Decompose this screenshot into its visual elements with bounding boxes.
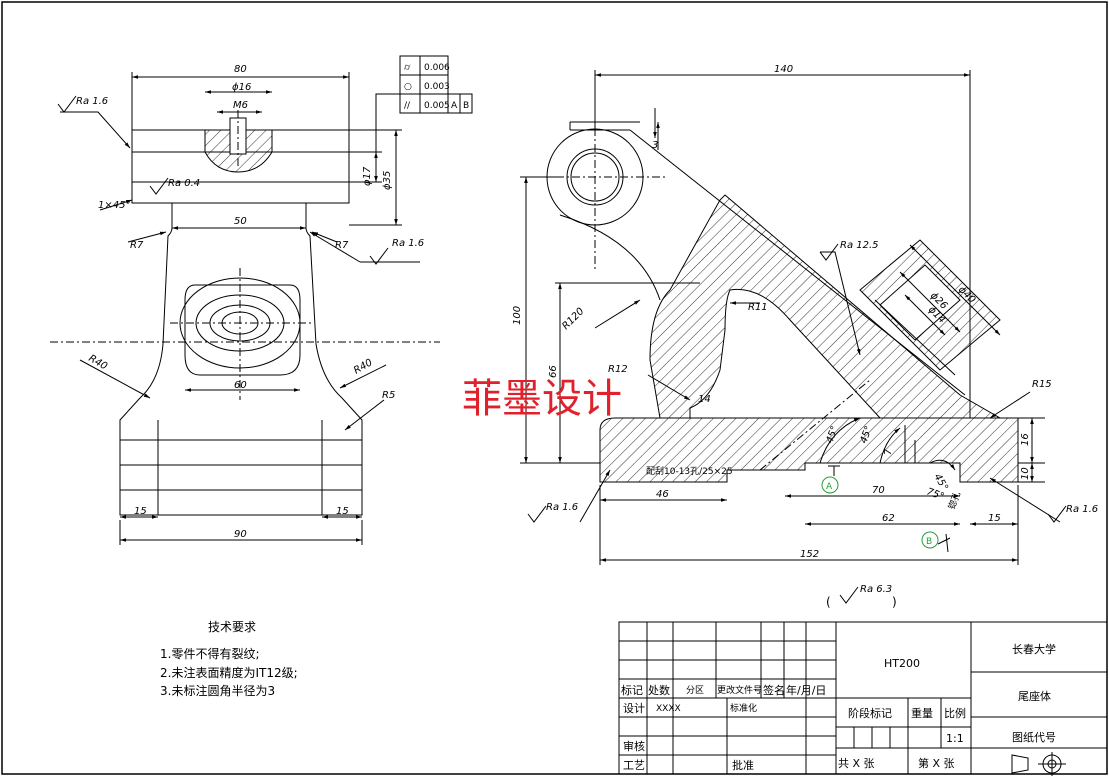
svg-text:审核: 审核 xyxy=(623,739,645,753)
svg-text:○: ○ xyxy=(404,82,412,92)
svg-text:2.未注表面精度为IT12级;: 2.未注表面精度为IT12级; xyxy=(160,665,298,680)
svg-text:R120: R120 xyxy=(560,306,586,332)
svg-text:阶段标记: 阶段标记 xyxy=(848,706,892,720)
svg-text:50: 50 xyxy=(234,216,247,227)
svg-text:R15: R15 xyxy=(1032,379,1052,390)
svg-text:共 X 张: 共 X 张 xyxy=(838,757,875,770)
svg-text:): ) xyxy=(892,595,897,609)
svg-text:100: 100 xyxy=(512,306,523,325)
svg-text:(: ( xyxy=(826,595,831,609)
svg-text:重量: 重量 xyxy=(911,706,933,720)
general-roughness: ( Ra 6.3 ) xyxy=(826,584,897,609)
svg-text://: // xyxy=(404,101,411,111)
svg-text:70: 70 xyxy=(872,485,885,496)
svg-text:比例: 比例 xyxy=(944,706,966,720)
svg-text:3: 3 xyxy=(652,140,658,151)
svg-text:80: 80 xyxy=(234,64,247,75)
svg-text:Ra 0.4: Ra 0.4 xyxy=(168,178,200,189)
svg-text:ϕ17: ϕ17 xyxy=(362,166,373,186)
svg-text:图纸代号: 图纸代号 xyxy=(1012,731,1056,744)
svg-text:尾座体: 尾座体 xyxy=(1018,689,1051,703)
svg-text:7: 7 xyxy=(883,448,894,455)
svg-text:0.005: 0.005 xyxy=(424,101,450,111)
svg-text:更改文件号: 更改文件号 xyxy=(717,684,762,696)
svg-text:15: 15 xyxy=(336,506,349,517)
tolerance-frame: ⌭ 0.006 ○ 0.003 // 0.005 A B xyxy=(375,55,473,152)
svg-text:工艺: 工艺 xyxy=(623,759,645,772)
svg-text:1:1: 1:1 xyxy=(946,732,964,745)
svg-text:技术要求: 技术要求 xyxy=(208,620,256,634)
svg-text:分区: 分区 xyxy=(686,685,704,696)
svg-text:A: A xyxy=(826,482,833,492)
svg-text:R11: R11 xyxy=(748,302,768,313)
svg-text:1.零件不得有裂纹;: 1.零件不得有裂纹; xyxy=(160,646,260,661)
svg-text:B: B xyxy=(926,537,932,547)
svg-text:90: 90 xyxy=(234,529,247,540)
svg-text:R7: R7 xyxy=(335,240,349,251)
left-view xyxy=(50,72,440,545)
svg-text:15: 15 xyxy=(988,513,1001,524)
svg-text:R12: R12 xyxy=(608,364,628,375)
svg-text:批准: 批准 xyxy=(732,758,754,772)
right-view xyxy=(520,70,1067,604)
svg-text:152: 152 xyxy=(800,549,819,560)
svg-text:R7: R7 xyxy=(130,240,144,251)
svg-text:Ra 6.3: Ra 6.3 xyxy=(860,584,892,595)
svg-text:长春大学: 长春大学 xyxy=(1012,642,1056,656)
svg-text:10: 10 xyxy=(1020,467,1031,480)
svg-text:处数: 处数 xyxy=(648,684,670,697)
svg-text:Ra 1.6: Ra 1.6 xyxy=(392,238,424,249)
svg-text:1×45°: 1×45° xyxy=(98,200,130,211)
svg-text:14: 14 xyxy=(698,394,711,405)
right-base-hatch xyxy=(599,417,1019,483)
svg-text:60: 60 xyxy=(234,380,247,391)
svg-text:0.006: 0.006 xyxy=(424,63,450,73)
svg-text:配刮10-13孔/25×25: 配刮10-13孔/25×25 xyxy=(646,465,733,477)
svg-text:HT200: HT200 xyxy=(884,657,920,670)
svg-text:46: 46 xyxy=(656,489,669,500)
svg-text:16: 16 xyxy=(1020,433,1031,446)
svg-text:设计: 设计 xyxy=(623,702,645,715)
svg-text:Ra 1.6: Ra 1.6 xyxy=(546,502,578,513)
svg-text:Ra 1.6: Ra 1.6 xyxy=(76,96,108,107)
tech-requirements: 技术要求 1.零件不得有裂纹; 2.未注表面精度为IT12级; 3.未标注圆角半… xyxy=(160,620,298,698)
watermark: 菲墨设计 xyxy=(462,376,622,422)
svg-text:年/月/日: 年/月/日 xyxy=(786,683,826,697)
svg-text:锪孔: 锪孔 xyxy=(946,490,963,511)
svg-text:R40: R40 xyxy=(352,357,375,376)
title-block xyxy=(618,621,1108,776)
svg-text:62: 62 xyxy=(882,513,895,524)
svg-text:66: 66 xyxy=(548,365,559,378)
svg-text:140: 140 xyxy=(774,64,793,75)
svg-text:ϕ16: ϕ16 xyxy=(232,82,251,93)
svg-text:M6: M6 xyxy=(233,100,248,111)
svg-text:标准化: 标准化 xyxy=(730,702,757,714)
svg-text:R5: R5 xyxy=(382,390,395,401)
svg-text:签名: 签名 xyxy=(763,683,785,697)
svg-text:Ra 1.6: Ra 1.6 xyxy=(1066,504,1098,515)
svg-text:15: 15 xyxy=(134,506,147,517)
svg-text:0.003: 0.003 xyxy=(424,82,450,92)
title-block-labels: 标记 处数 分区 更改文件号 签名 年/月/日 设计 XXXX 标准化 审核 工… xyxy=(621,642,1056,772)
svg-text:标记: 标记 xyxy=(621,683,643,697)
svg-text:A: A xyxy=(451,101,458,111)
svg-text:第 X 张: 第 X 张 xyxy=(918,756,955,770)
right-arm-hatch xyxy=(649,194,1002,419)
svg-text:3.未标注圆角半径为3: 3.未标注圆角半径为3 xyxy=(160,683,275,698)
svg-text:ϕ35: ϕ35 xyxy=(382,171,393,190)
svg-text:Ra 12.5: Ra 12.5 xyxy=(840,240,879,251)
svg-text:XXXX: XXXX xyxy=(656,704,681,714)
svg-text:⌭: ⌭ xyxy=(404,63,411,73)
svg-text:B: B xyxy=(463,101,469,111)
